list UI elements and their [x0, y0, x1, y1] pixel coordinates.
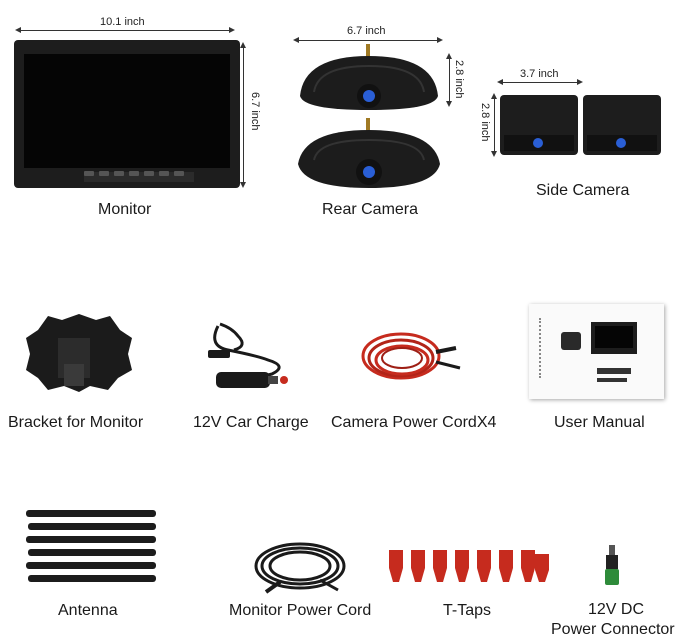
minus-button-icon [114, 171, 124, 176]
manual-cable-illustration-2 [597, 378, 627, 382]
user-manual-image [529, 304, 664, 399]
rear-camera-top-image [300, 44, 438, 110]
monitor-power-cord-label: Monitor Power Cord [229, 602, 372, 619]
bracket-label: Bracket for Monitor [8, 414, 144, 431]
camera-power-cord-label: Camera Power CordX4 [331, 414, 497, 431]
dc-connector-label-line2: Power Connector [551, 621, 675, 638]
rear-camera-label: Rear Camera [322, 201, 419, 218]
user-manual-label: User Manual [554, 414, 645, 431]
manual-text-lines [539, 318, 549, 378]
car-charge-image [208, 322, 288, 388]
side-camera-label: Side Camera [536, 182, 630, 199]
rear-camera-height-text: 2.8 inch [453, 60, 465, 99]
m-button-icon [144, 171, 154, 176]
monitor-height-text: 6.7 inch [249, 92, 261, 131]
monitor-image [14, 40, 240, 188]
t-taps-image [389, 550, 549, 582]
monitor-buttons [84, 171, 184, 179]
antenna-label: Antenna [58, 602, 118, 619]
camera-power-cord-image [361, 332, 461, 380]
car-charge-label: 12V Car Charge [193, 414, 309, 431]
dc-connector-label-line1: 12V DC [588, 601, 645, 618]
manual-monitor-illustration [561, 322, 637, 354]
antenna-image [26, 510, 156, 582]
monitor-label: Monitor [98, 201, 152, 218]
t-taps-label: T-Taps [443, 602, 492, 619]
s-button-icon [159, 171, 169, 176]
side-camera-height-text: 2.8 inch [479, 103, 491, 142]
plus-button-icon [129, 171, 139, 176]
side-camera-right-image [583, 95, 661, 155]
view-button-icon [99, 171, 109, 176]
rear-camera-bottom-image [298, 118, 440, 188]
manual-cable-illustration [597, 368, 631, 374]
side-camera-width-text: 3.7 inch [520, 68, 559, 80]
dc-connector-image [605, 545, 619, 585]
power-button-icon [174, 171, 184, 176]
bracket-image [26, 314, 132, 392]
monitor-width-text: 10.1 inch [100, 16, 145, 28]
rear-camera-width-text: 6.7 inch [347, 25, 386, 37]
menu-button-icon [84, 171, 94, 176]
monitor-power-cord-image [254, 542, 346, 594]
side-camera-left-image [500, 95, 578, 155]
